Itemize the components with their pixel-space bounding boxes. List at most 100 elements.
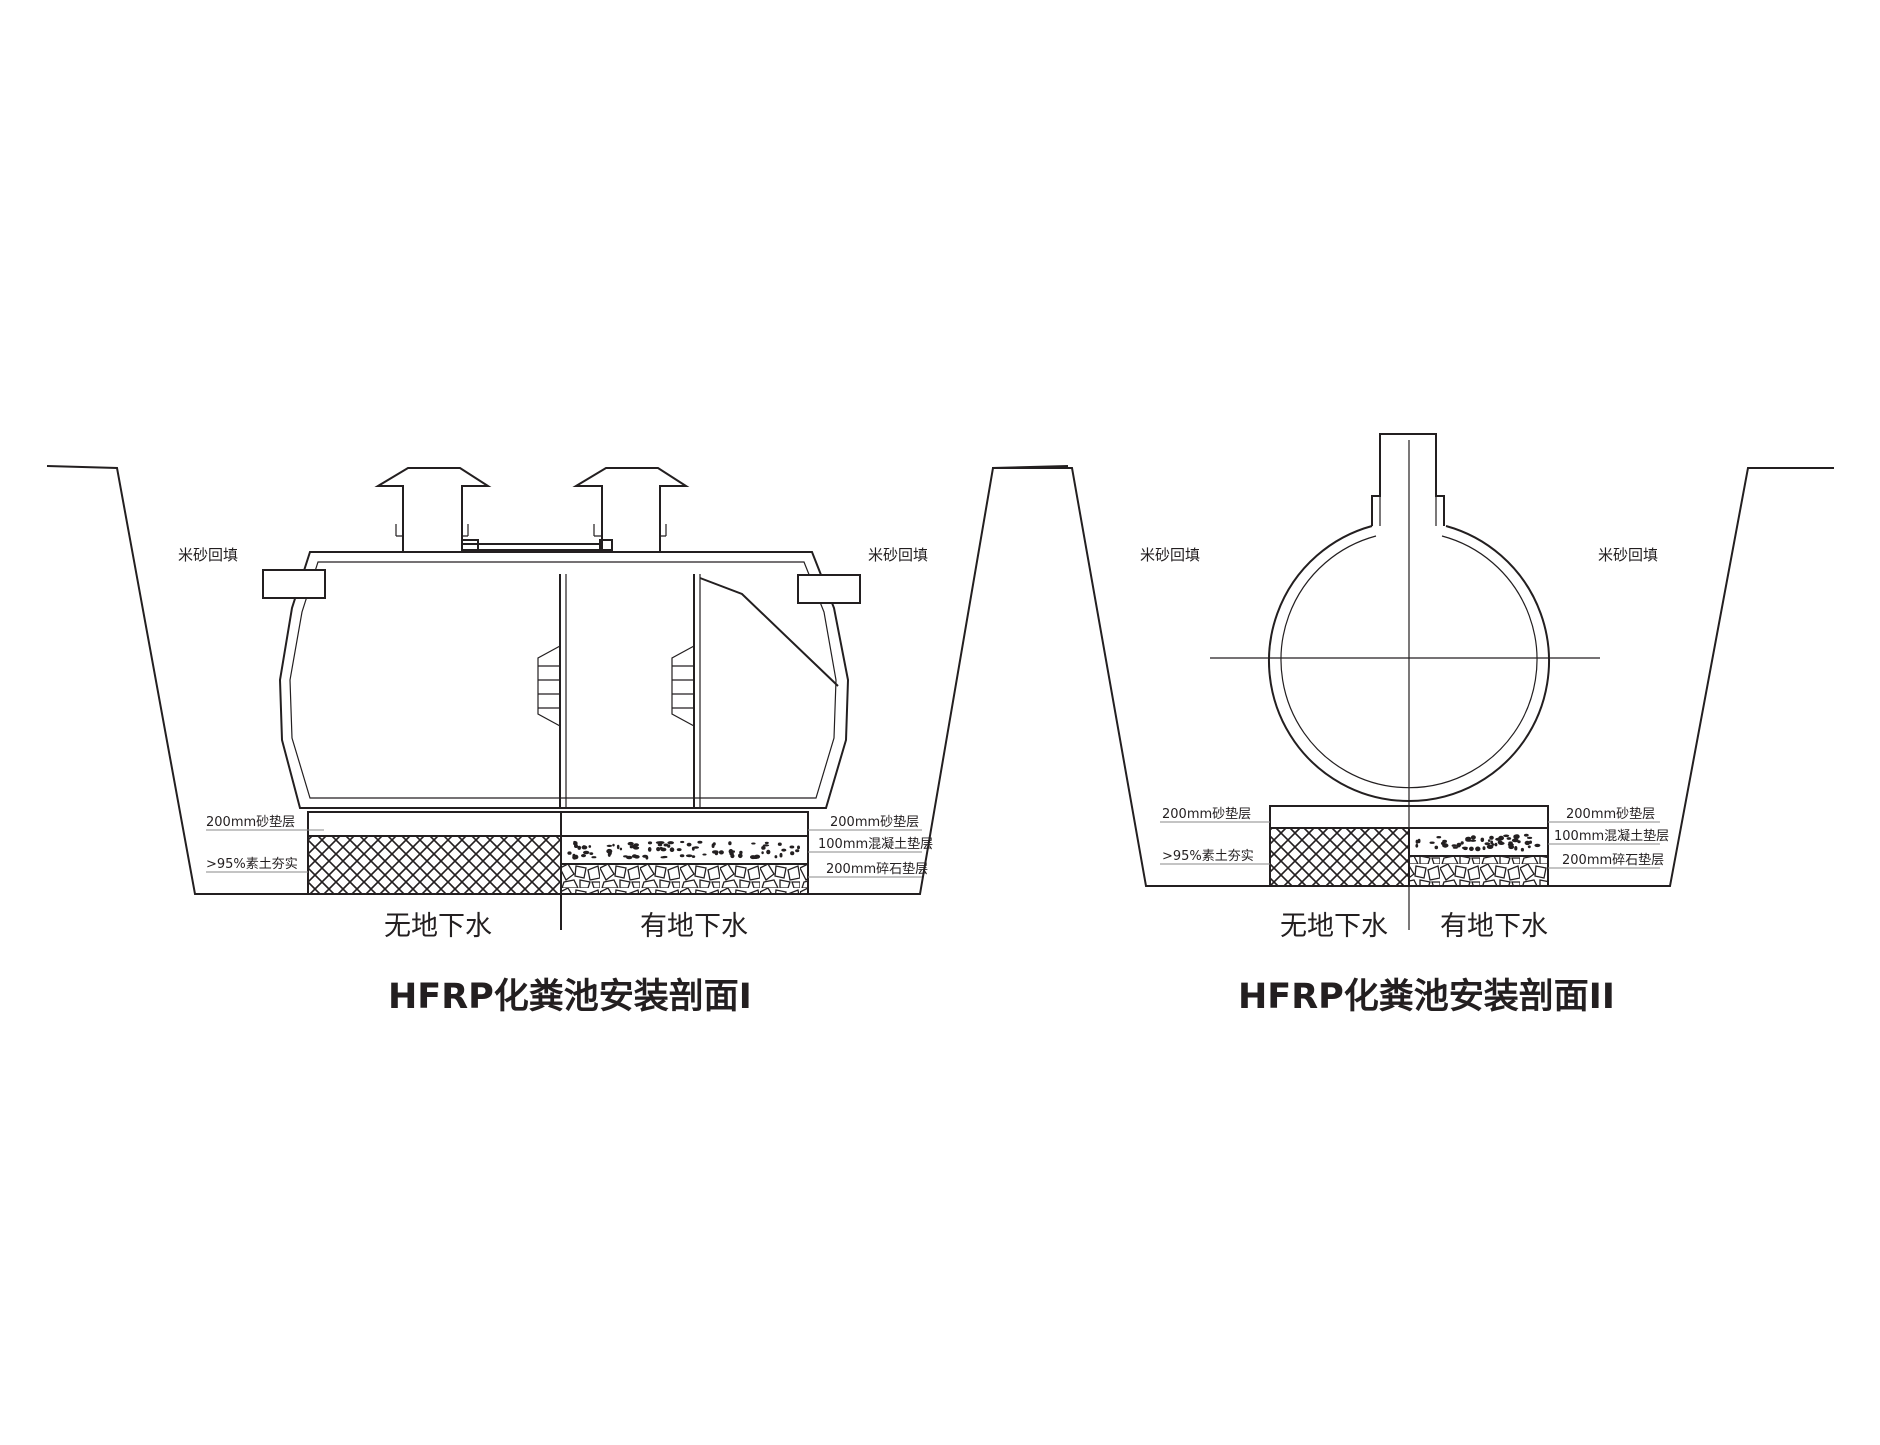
aggregate-dot bbox=[1486, 844, 1494, 849]
aggregate-dot bbox=[656, 847, 661, 852]
aggregate-dot bbox=[667, 844, 671, 848]
backfill-left-label-2: 米砂回填 bbox=[1140, 546, 1200, 564]
soil-left-label-2: >95%素土夯实 bbox=[1162, 849, 1254, 864]
backfill-right-label: 米砂回填 bbox=[868, 546, 928, 564]
manhole-neck-inner bbox=[1379, 496, 1437, 526]
sand-left-label: 200mm砂垫层 bbox=[206, 814, 295, 830]
concrete-right-label: 100mm混凝土垫层 bbox=[818, 836, 933, 852]
aggregate-dot bbox=[657, 843, 663, 847]
aggregate-dot bbox=[1508, 844, 1515, 850]
aggregate-dot bbox=[789, 845, 795, 849]
aggregate-dot bbox=[591, 856, 597, 859]
aggregate-dot bbox=[1470, 835, 1476, 840]
aggregate-dot bbox=[781, 848, 787, 852]
aggregate-dot bbox=[606, 844, 613, 848]
aggregate-dot bbox=[1452, 846, 1458, 849]
aggregate-dot bbox=[1465, 839, 1472, 842]
section-1: 米砂回填 米砂回填 200mm砂垫层 >95%素土夯实 200mm砂垫层 100… bbox=[46, 465, 1069, 1017]
section-1-title: HFRP化粪池安装剖面I bbox=[388, 977, 752, 1017]
aggregate-dot bbox=[1461, 846, 1468, 850]
aggregate-dot bbox=[1517, 840, 1521, 844]
aggregate-dot bbox=[795, 849, 800, 853]
no-groundwater-label-2: 无地下水 bbox=[1280, 911, 1388, 942]
aggregate-dot bbox=[790, 851, 795, 856]
aggregate-dot bbox=[1497, 840, 1503, 844]
aggregate-dot bbox=[572, 855, 577, 860]
aggregate-dot bbox=[1480, 837, 1485, 842]
aggregate-dot bbox=[1456, 842, 1462, 847]
soil-left-label: >95%素土夯实 bbox=[206, 857, 298, 872]
aggregate-dot bbox=[583, 850, 590, 855]
aggregate-dot bbox=[642, 854, 648, 858]
aggregate-dot bbox=[588, 845, 592, 848]
trench-outline-right-2 bbox=[1548, 467, 1834, 887]
with-groundwater-label: 有地下水 bbox=[640, 911, 748, 942]
aggregate-dot bbox=[718, 850, 724, 855]
sand-right-label: 200mm砂垫层 bbox=[830, 814, 919, 830]
aggregate-dot bbox=[750, 855, 756, 860]
aggregate-dot bbox=[702, 853, 707, 856]
concrete-right-label-2: 100mm混凝土垫层 bbox=[1554, 828, 1669, 844]
tank-outer-shell bbox=[278, 551, 850, 809]
no-groundwater-label: 无地下水 bbox=[384, 911, 492, 942]
sand-left-label-2: 200mm砂垫层 bbox=[1162, 806, 1251, 822]
aggregate-dot bbox=[567, 851, 572, 855]
aggregate-dot bbox=[676, 848, 682, 852]
aggregate-dot bbox=[1469, 839, 1477, 842]
outlet-pipe bbox=[797, 574, 861, 604]
aggregate-dot bbox=[762, 844, 770, 847]
aggregate-dot bbox=[1524, 840, 1531, 846]
aggregate-dot bbox=[1527, 836, 1533, 840]
aggregate-dot bbox=[612, 843, 615, 847]
aggregate-dot bbox=[764, 841, 769, 845]
aggregate-dot bbox=[738, 853, 743, 859]
aggregate-dot bbox=[1534, 843, 1541, 848]
aggregate-dot bbox=[1469, 846, 1474, 851]
step-opening-2 bbox=[671, 645, 695, 727]
aggregate-dot bbox=[633, 855, 640, 859]
aggregate-dot bbox=[1495, 837, 1502, 841]
concrete-dots-2 bbox=[1415, 833, 1541, 852]
aggregate-dot bbox=[679, 854, 685, 858]
aggregate-dot bbox=[1475, 846, 1481, 852]
aggregate-dot bbox=[761, 851, 764, 855]
aggregate-dot bbox=[766, 849, 771, 855]
aggregate-dot bbox=[660, 856, 666, 859]
aggregate-dot bbox=[1511, 838, 1519, 843]
aggregate-dot bbox=[761, 846, 766, 850]
concrete-dots bbox=[567, 840, 800, 860]
aggregate-dot bbox=[1523, 833, 1529, 837]
aggregate-dot bbox=[797, 845, 800, 850]
aggregate-dot bbox=[1489, 835, 1494, 840]
aggregate-dot bbox=[1442, 839, 1447, 844]
manhole-2 bbox=[572, 467, 690, 552]
aggregate-dot bbox=[730, 853, 735, 859]
aggregate-dot bbox=[647, 847, 652, 852]
aggregate-dot bbox=[693, 846, 699, 849]
baffle-plate bbox=[699, 577, 839, 687]
aggregate-dot bbox=[1415, 839, 1419, 844]
aggregate-dot bbox=[577, 845, 581, 850]
aggregate-dot bbox=[774, 855, 778, 859]
soil-layer-2 bbox=[1269, 827, 1410, 887]
aggregate-dot bbox=[739, 850, 743, 855]
aggregate-dot bbox=[691, 855, 696, 858]
manhole-neck bbox=[1371, 433, 1445, 526]
aggregate-dot bbox=[1460, 841, 1464, 845]
gravel-right-label-2: 200mm碎石垫层 bbox=[1562, 852, 1664, 868]
aggregate-dot bbox=[680, 840, 685, 844]
aggregate-dot bbox=[655, 841, 662, 844]
sand-right-label-2: 200mm砂垫层 bbox=[1566, 806, 1655, 822]
backfill-left-label: 米砂回填 bbox=[178, 546, 238, 564]
aggregate-dot bbox=[1429, 841, 1435, 844]
aggregate-dot bbox=[669, 847, 675, 852]
aggregate-dot bbox=[1490, 840, 1494, 845]
aggregate-dot bbox=[1513, 834, 1519, 840]
aggregate-dot bbox=[1484, 842, 1491, 846]
aggregate-dot bbox=[1514, 846, 1518, 851]
concrete-layer bbox=[560, 835, 809, 865]
aggregate-dot bbox=[647, 841, 653, 845]
gravel-right-label: 200mm碎石垫层 bbox=[826, 861, 928, 877]
aggregate-dot bbox=[697, 840, 703, 844]
